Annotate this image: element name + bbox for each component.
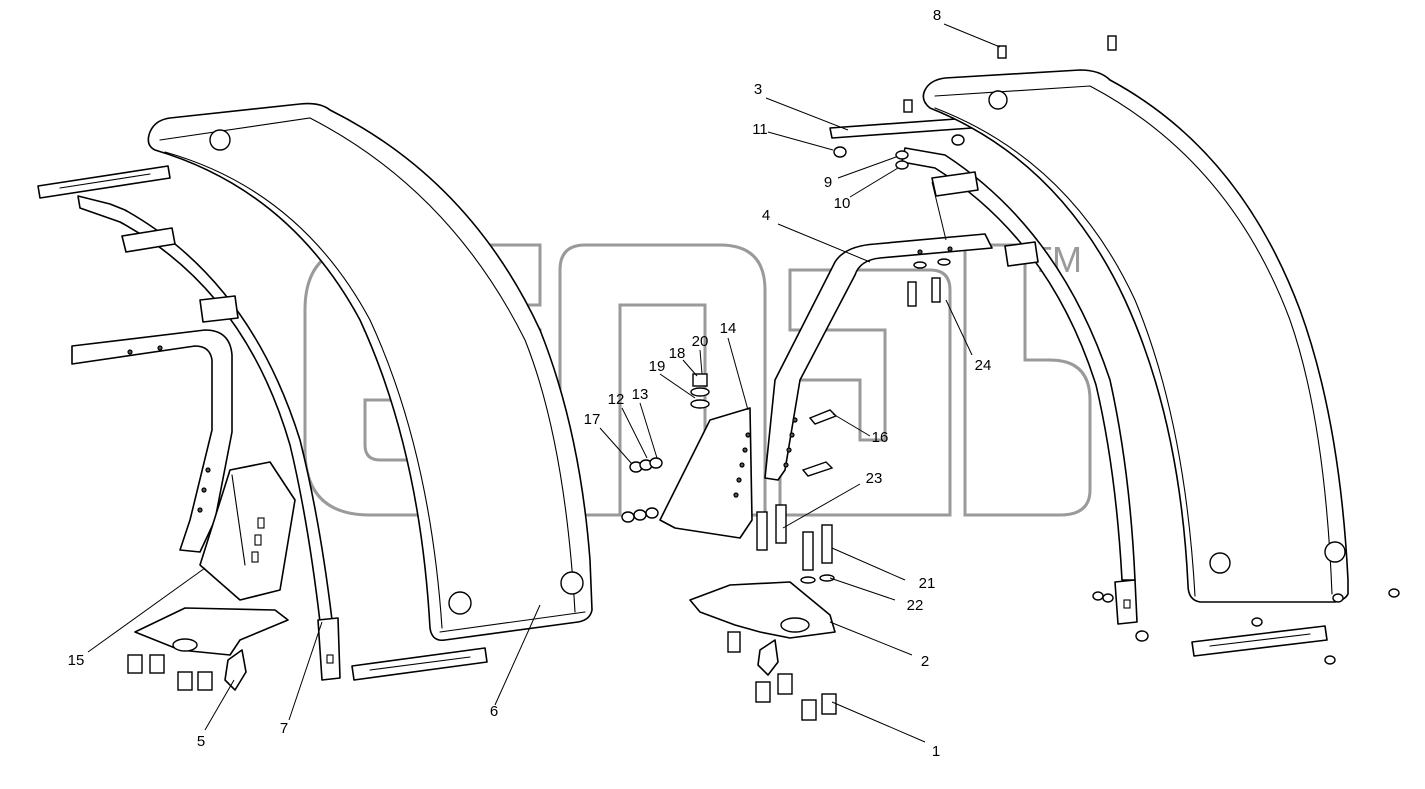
- callout-13: 13: [632, 386, 649, 403]
- callout-22: 22: [907, 597, 924, 614]
- callout-23: 23: [866, 470, 883, 487]
- callout-12: 12: [608, 391, 625, 408]
- callout-numbers: 1 2 3 4 5 6 7 8 9 10 11 12 13 14 15 16 1…: [68, 7, 992, 760]
- callout-7: 7: [280, 720, 288, 737]
- callout-19: 19: [649, 358, 666, 375]
- left-fender-6: [147, 102, 593, 642]
- callout-4: 4: [762, 207, 770, 224]
- right-bottom-strip: [1191, 625, 1328, 657]
- center-hardware: [621, 373, 838, 721]
- right-mounting-rail: [901, 147, 1138, 625]
- callout-3: 3: [754, 81, 762, 98]
- callout-24: 24: [975, 357, 992, 374]
- callout-5: 5: [197, 733, 205, 750]
- left-top-strip: [37, 165, 171, 199]
- left-mounting-rail-7: [77, 195, 341, 681]
- left-bottom-strip: [351, 647, 488, 681]
- callout-9: 9: [824, 174, 832, 191]
- callout-2: 2: [921, 653, 929, 670]
- left-pivot-bracket-5: [127, 607, 289, 691]
- callout-11: 11: [752, 121, 768, 138]
- callout-17: 17: [584, 411, 601, 428]
- callout-20: 20: [692, 333, 709, 350]
- callout-21: 21: [919, 575, 936, 592]
- right-hardware: [833, 35, 1400, 665]
- callout-6: 6: [490, 703, 498, 720]
- callout-14: 14: [720, 320, 737, 337]
- leader-lines: [87, 23, 1001, 743]
- callout-10: 10: [834, 195, 851, 212]
- callout-18: 18: [669, 345, 686, 362]
- callout-15: 15: [68, 652, 85, 669]
- right-fender: [922, 69, 1349, 603]
- callout-8: 8: [933, 7, 941, 24]
- right-top-strip-3: [829, 117, 973, 139]
- callout-1: 1: [932, 743, 940, 760]
- callout-16: 16: [872, 429, 889, 446]
- left-mount-plate-15: [199, 461, 296, 601]
- left-tube-bracket: [71, 329, 233, 553]
- right-tube-bracket-4: [764, 233, 993, 481]
